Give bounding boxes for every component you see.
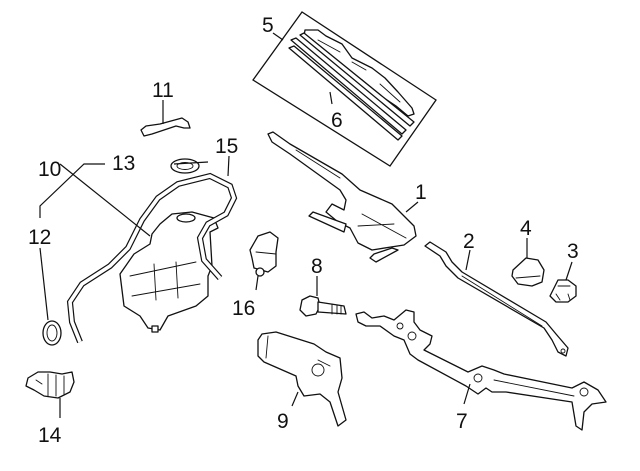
callout-1[interactable]: 1 [415, 181, 427, 204]
callout-labels: 1 2 3 4 5 6 7 8 9 10 11 12 13 14 15 16 [28, 14, 579, 447]
callout-13[interactable]: 13 [112, 152, 135, 175]
arm-cap[interactable] [511, 257, 545, 287]
washer-pump[interactable] [25, 371, 75, 399]
arm-nut[interactable] [549, 279, 577, 303]
callout-4[interactable]: 4 [520, 217, 532, 240]
leader-lines [39, 91, 573, 418]
callout-2[interactable]: 2 [463, 230, 475, 253]
callout-5[interactable]: 5 [262, 14, 274, 37]
washer-hose[interactable] [66, 172, 238, 344]
washer-nozzle[interactable] [249, 231, 279, 277]
leader-5 [272, 32, 284, 41]
callout-8[interactable]: 8 [311, 255, 323, 278]
mounting-bolt[interactable] [299, 295, 347, 317]
blade-kit-box[interactable] [252, 11, 437, 167]
callout-10[interactable]: 10 [38, 158, 61, 181]
callout-16[interactable]: 16 [232, 297, 255, 320]
reservoir-cap-seal[interactable] [170, 158, 200, 174]
reservoir-bracket[interactable] [140, 117, 191, 137]
wiper-linkage[interactable] [355, 309, 607, 431]
callout-15[interactable]: 15 [215, 135, 238, 158]
callout-14[interactable]: 14 [38, 424, 62, 447]
callout-9[interactable]: 9 [277, 410, 289, 433]
callout-12[interactable]: 12 [28, 226, 51, 249]
pump-grommet[interactable] [42, 320, 62, 346]
callout-11[interactable]: 11 [152, 79, 174, 102]
wiper-arm-passenger[interactable] [424, 241, 569, 357]
wiper-motor[interactable] [257, 331, 347, 427]
wiper-arm-driver[interactable] [267, 131, 417, 263]
callout-7[interactable]: 7 [456, 410, 468, 433]
callout-6[interactable]: 6 [331, 109, 343, 132]
callout-3[interactable]: 3 [567, 240, 579, 263]
